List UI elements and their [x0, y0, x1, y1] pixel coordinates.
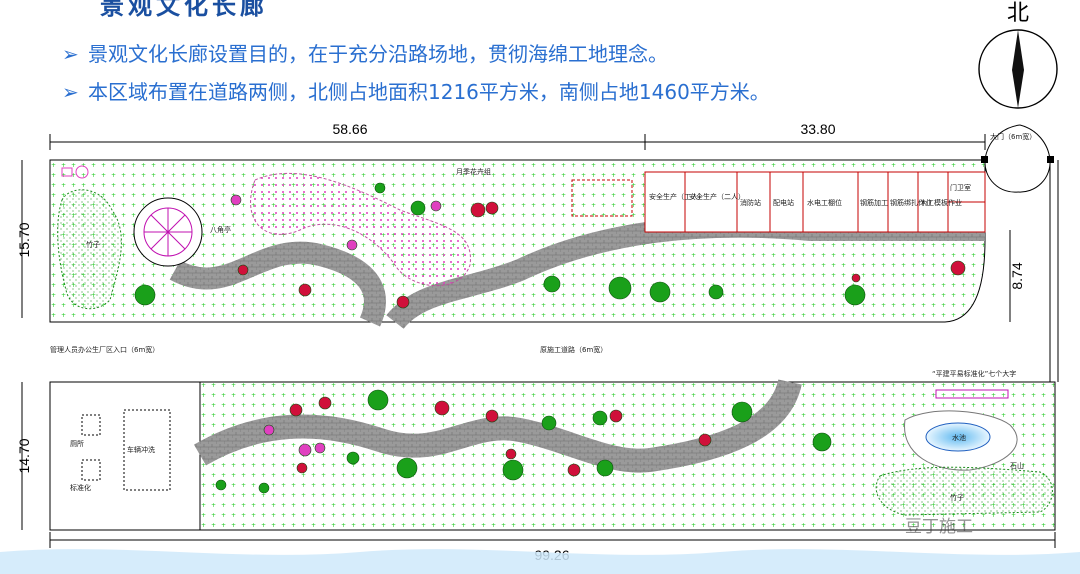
tree-icon: [708, 284, 724, 300]
gate-label: 大门（6m宽）: [990, 132, 1036, 141]
arrow-bullet-icon: ➢: [62, 42, 79, 66]
bamboo-north-label: 竹子: [86, 240, 100, 249]
tree-icon: [367, 389, 389, 411]
flowers-north-label: 月季花卉组: [456, 167, 491, 176]
flower-shrub-icon: [298, 283, 312, 297]
tree-icon: [649, 281, 671, 303]
dim-north-length-a: 58.66: [332, 121, 367, 137]
pond-label: 水池: [952, 433, 966, 442]
north-plot: 安全生产（工人） 安全生产（二人） 消防站 配电站 水电工棚位 钢筋加工 钢筋绑…: [49, 159, 1025, 330]
flower-shrub-icon: [609, 409, 623, 423]
left-dimension-lines: 15.70 14.70: [16, 160, 32, 530]
flower-shrub-icon: [434, 400, 450, 416]
tree-icon: [346, 451, 360, 465]
room-label-8: 木工模板作业: [920, 198, 962, 207]
flower-shrub-icon: [263, 424, 275, 436]
tree-icon: [844, 284, 866, 306]
pavilion-label: 八角亭: [210, 225, 231, 234]
entry-road-label: 管理人员办公生厂区入口（6m宽）: [50, 345, 159, 354]
bullet-text-1: 景观文化长廊设置目的，在于充分沿路场地，贯彻海绵工地理念。: [88, 42, 668, 66]
gate: 大门（6m宽）: [981, 124, 1054, 193]
flower-shrub-icon: [851, 273, 861, 283]
flower-shrub-icon: [296, 462, 308, 474]
dim-south-width: 14.70: [16, 438, 32, 473]
flower-shrub-icon: [396, 295, 410, 309]
tree-icon: [134, 284, 156, 306]
tree-icon: [543, 275, 561, 293]
heading-fragment: 景观文化长廊: [100, 0, 268, 20]
bullet-text-2: 本区域布置在道路两侧，北侧占地面积1216平方米，南侧占地1460平方米。: [88, 80, 770, 104]
pavilion-icon: [133, 197, 203, 267]
top-dimension-lines: 58.66 33.80: [49, 121, 986, 150]
tree-icon: [541, 415, 557, 431]
tree-icon: [410, 200, 426, 216]
slogan-label: “平建平易标准化”七个大字: [932, 369, 1016, 378]
vehicle-wash-label: 车辆冲洗: [127, 445, 155, 454]
lab-label: 标准化: [70, 483, 91, 492]
tree-icon: [608, 276, 632, 300]
bullet-item-2: ➢ 本区域布置在道路两侧，北侧占地面积1216平方米，南侧占地1460平方米。: [62, 76, 770, 105]
flower-shrub-icon: [289, 403, 303, 417]
arrow-bullet-icon: ➢: [62, 80, 79, 104]
tree-icon: [592, 410, 608, 426]
tree-icon: [502, 459, 524, 481]
flower-shrub-icon: [298, 443, 312, 457]
flower-shrub-icon: [567, 463, 581, 477]
room-label-1: 安全生产（工人）: [649, 192, 705, 201]
south-plot: 厕所 标准化 车辆冲洗 “平建平易标准化”七个大字 水池 石山 竹子: [49, 369, 1056, 531]
dim-north-length-b: 33.80: [800, 121, 835, 137]
pond-rock-label: 石山: [1010, 461, 1024, 470]
tree-icon: [731, 401, 753, 423]
dim-north-width: 15.70: [16, 222, 32, 257]
flower-shrub-icon: [346, 239, 358, 251]
toilet-label: 厕所: [70, 439, 84, 448]
flower-shrub-icon: [237, 264, 249, 276]
pond-icon: 水池 石山: [904, 410, 1024, 471]
flower-shrub-icon: [505, 448, 517, 460]
room-label-6: 钢筋加工: [860, 198, 888, 207]
bamboo-south-label: 竹子: [950, 493, 964, 502]
flower-shrub-icon: [470, 202, 486, 218]
trees-layer: [134, 182, 966, 494]
dim-north-inner-width: 8.74: [1009, 262, 1025, 289]
north-label: 北: [1007, 1, 1029, 26]
room-label-3: 消防站: [740, 198, 761, 207]
flower-shrub-icon: [318, 396, 332, 410]
watermark: 豆丁施工: [905, 517, 973, 537]
north-arrow-icon: 北: [978, 1, 1058, 109]
flower-shrub-icon: [430, 200, 442, 212]
tree-icon: [215, 479, 227, 491]
room-label-7: 钢筋绑扎作业: [890, 198, 932, 207]
bullet-item-1: ➢ 景观文化长廊设置目的，在于充分沿路场地，贯彻海绵工地理念。: [62, 38, 668, 67]
tree-icon: [596, 459, 614, 477]
flower-shrub-icon: [485, 409, 499, 423]
decorative-wave: [0, 549, 1080, 574]
flower-shrub-icon: [230, 194, 242, 206]
flower-shrub-icon: [950, 260, 966, 276]
room-label-9: 门卫室: [950, 183, 971, 192]
room-label-2: 安全生产（二人）: [689, 192, 745, 201]
tree-icon: [258, 482, 270, 494]
room-label-4: 配电站: [773, 198, 794, 207]
tree-icon: [812, 432, 832, 452]
flower-shrub-icon: [485, 201, 499, 215]
room-label-5: 水电工棚位: [807, 198, 842, 207]
main-road-label: 原施工道路（6m宽）: [540, 345, 607, 354]
flower-shrub-icon: [698, 433, 712, 447]
tree-icon: [396, 457, 418, 479]
tree-icon: [374, 182, 386, 194]
building-row: 安全生产（工人） 安全生产（二人） 消防站 配电站 水电工棚位 钢筋加工 钢筋绑…: [644, 171, 986, 233]
flower-shrub-icon: [314, 442, 326, 454]
